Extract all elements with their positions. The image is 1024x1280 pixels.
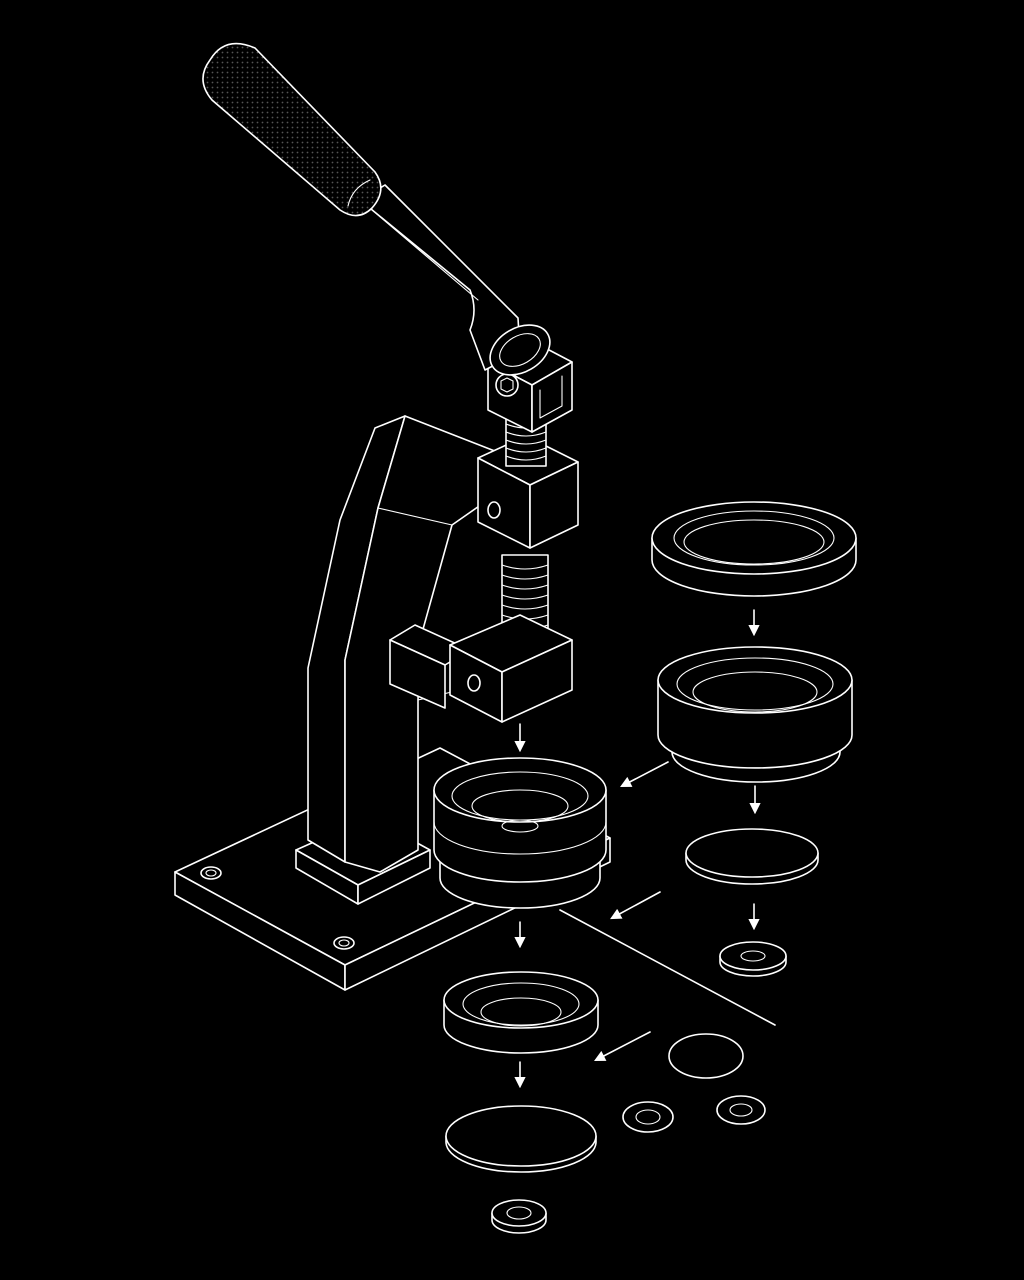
arrow-diagonal bbox=[594, 1031, 651, 1062]
washer-g bbox=[491, 1199, 547, 1234]
die-ring-a bbox=[651, 501, 857, 597]
bolt-hole bbox=[487, 501, 501, 519]
bolt-hole bbox=[467, 674, 481, 692]
assembly-arrows bbox=[514, 609, 761, 1089]
mount-hole bbox=[200, 866, 222, 880]
arrow-diagonal bbox=[610, 891, 661, 920]
loose-disc bbox=[668, 1033, 744, 1079]
alignment-line bbox=[559, 909, 776, 1026]
washer-d bbox=[719, 941, 787, 977]
handle-grip bbox=[202, 42, 382, 217]
center-die bbox=[433, 757, 607, 909]
arrow-diagonal bbox=[620, 761, 669, 788]
pivot-bolt bbox=[495, 373, 519, 397]
lever-arm bbox=[359, 184, 551, 376]
mount-hole bbox=[333, 936, 355, 950]
small-washer bbox=[716, 1095, 766, 1125]
die-cup-b bbox=[657, 646, 853, 783]
lower-die-e bbox=[443, 971, 599, 1054]
upper-guide-block bbox=[477, 435, 579, 549]
lower-disc-f bbox=[445, 1105, 597, 1173]
lower-guide-block bbox=[389, 614, 573, 723]
disc-c bbox=[685, 828, 819, 885]
small-washer bbox=[622, 1101, 674, 1133]
